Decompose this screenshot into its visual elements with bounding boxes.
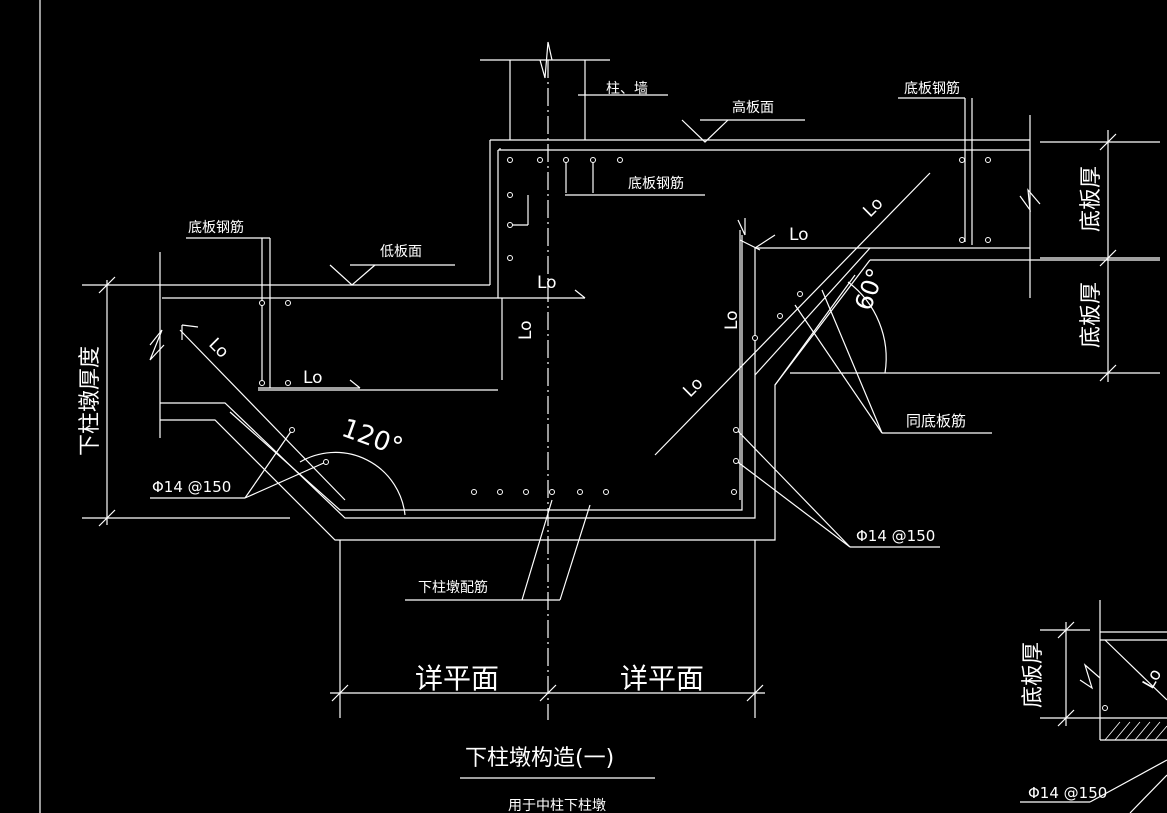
rebar-spec-left-label: Φ14 @150 bbox=[152, 478, 231, 496]
lo-label-5: Lo bbox=[722, 310, 742, 330]
plan-detail-left-label: 详平面 bbox=[415, 662, 499, 695]
rebar-dots bbox=[259, 157, 1108, 711]
hatch bbox=[1104, 721, 1167, 741]
plan-detail-right-label: 详平面 bbox=[620, 662, 704, 695]
drawing-lines bbox=[39, 0, 1167, 813]
lo-label-2: Lo bbox=[537, 273, 557, 293]
rebar-spec-partial-label: Φ14 @150 bbox=[1028, 784, 1107, 802]
slab-thickness-partial-label: 底板厚 bbox=[1021, 642, 1046, 708]
rebar-spec-right-label: Φ14 @150 bbox=[856, 527, 935, 545]
high-slab-surface-label: 高板面 bbox=[732, 99, 774, 116]
lo-label-1: Lo bbox=[303, 368, 323, 388]
same-as-bottom-rebar-label: 同底板筋 bbox=[906, 412, 966, 430]
lo-label-4: Lo bbox=[516, 320, 536, 340]
pier-reinforcement-label: 下柱墩配筋 bbox=[418, 579, 488, 596]
title-label: 下柱墩构造(一) bbox=[465, 746, 614, 771]
slab-thickness-lower-label: 底板厚 bbox=[1079, 282, 1104, 348]
bottom-rebar-top-right-label: 底板钢筋 bbox=[904, 80, 960, 97]
bottom-rebar-inner-label: 底板钢筋 bbox=[628, 175, 684, 192]
slab-thickness-upper-label: 底板厚 bbox=[1079, 166, 1104, 232]
bottom-rebar-left-label: 底板钢筋 bbox=[188, 219, 244, 236]
low-slab-surface-label: 低板面 bbox=[380, 244, 422, 260]
lo-label-3: Lo bbox=[789, 225, 809, 245]
column-wall-label: 柱、墙 bbox=[606, 81, 648, 97]
subtitle-label: 用于中柱下柱墩 bbox=[508, 798, 606, 813]
pier-thickness-label: 下柱墩厚度 bbox=[78, 346, 103, 456]
